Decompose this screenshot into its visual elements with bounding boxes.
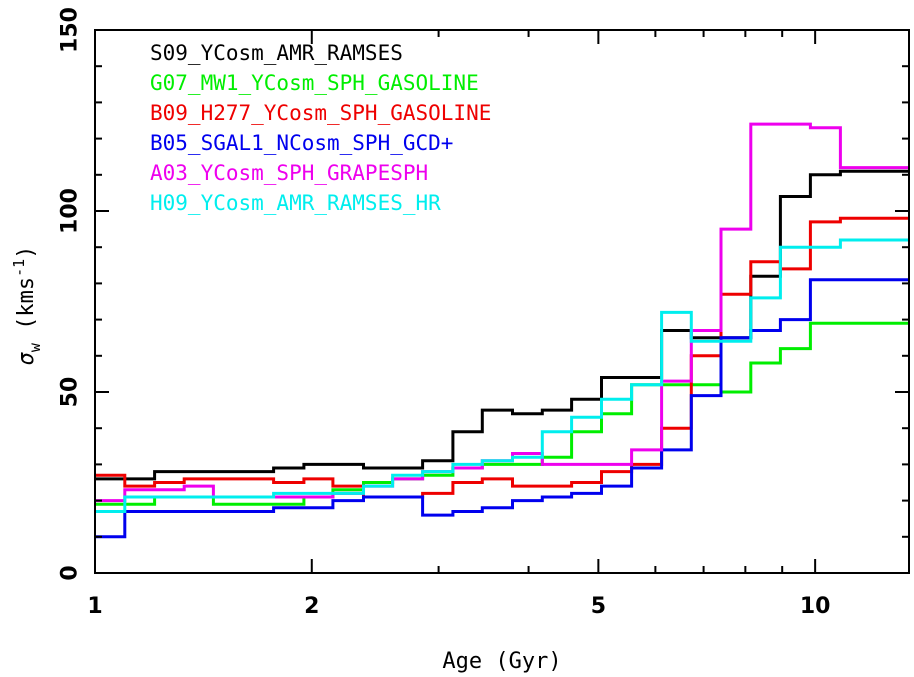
legend-entry-2: G07_MW1_YCosm_SPH_GASOLINE: [150, 71, 479, 95]
y-axis-unit-open: (kms: [14, 277, 39, 343]
series-line-6: [95, 238, 909, 513]
legend-entry-1: S09_YCosm_AMR_RAMSES: [150, 41, 403, 65]
legend-entry-5: A03_YCosm_SPH_GRAPESPH: [150, 161, 428, 185]
x-tick-label: 10: [800, 594, 831, 619]
y-tick-label: 150: [58, 7, 83, 53]
tick-labels: 0 50 100 150 1 2 5 10: [58, 7, 831, 619]
y-tick-label: 50: [58, 377, 83, 408]
y-tick-label: 100: [58, 188, 83, 234]
series-line-1: [95, 169, 909, 481]
x-tick-label: 2: [304, 594, 319, 619]
legend: S09_YCosm_AMR_RAMSES G07_MW1_YCosm_SPH_GA…: [150, 41, 491, 215]
y-axis-unit-exponent: -1: [10, 259, 28, 277]
plot-frame: [94, 29, 910, 574]
legend-entry-4: B05_SGAL1_NCosm_SPH_GCD+: [150, 131, 453, 155]
x-axis-title: Age (Gyr): [442, 649, 561, 674]
legend-entry-3: B09_H277_YCosm_SPH_GASOLINE: [150, 101, 491, 125]
x-tick-label: 1: [87, 594, 102, 619]
axis-ticks: [94, 29, 909, 574]
y-axis-subscript: w: [26, 342, 44, 352]
y-tick-label: 0: [58, 565, 83, 580]
y-axis-title: σw (kms-1): [10, 246, 44, 366]
y-axis-symbol: σ: [14, 351, 39, 365]
series-layer: [95, 122, 909, 539]
y-axis-unit-close: ): [14, 246, 39, 259]
series-line-3: [95, 216, 909, 499]
series-line-2: [95, 321, 909, 506]
legend-entry-6: H09_YCosm_AMR_RAMSES_HR: [150, 191, 441, 215]
x-tick-label: 5: [591, 594, 606, 619]
